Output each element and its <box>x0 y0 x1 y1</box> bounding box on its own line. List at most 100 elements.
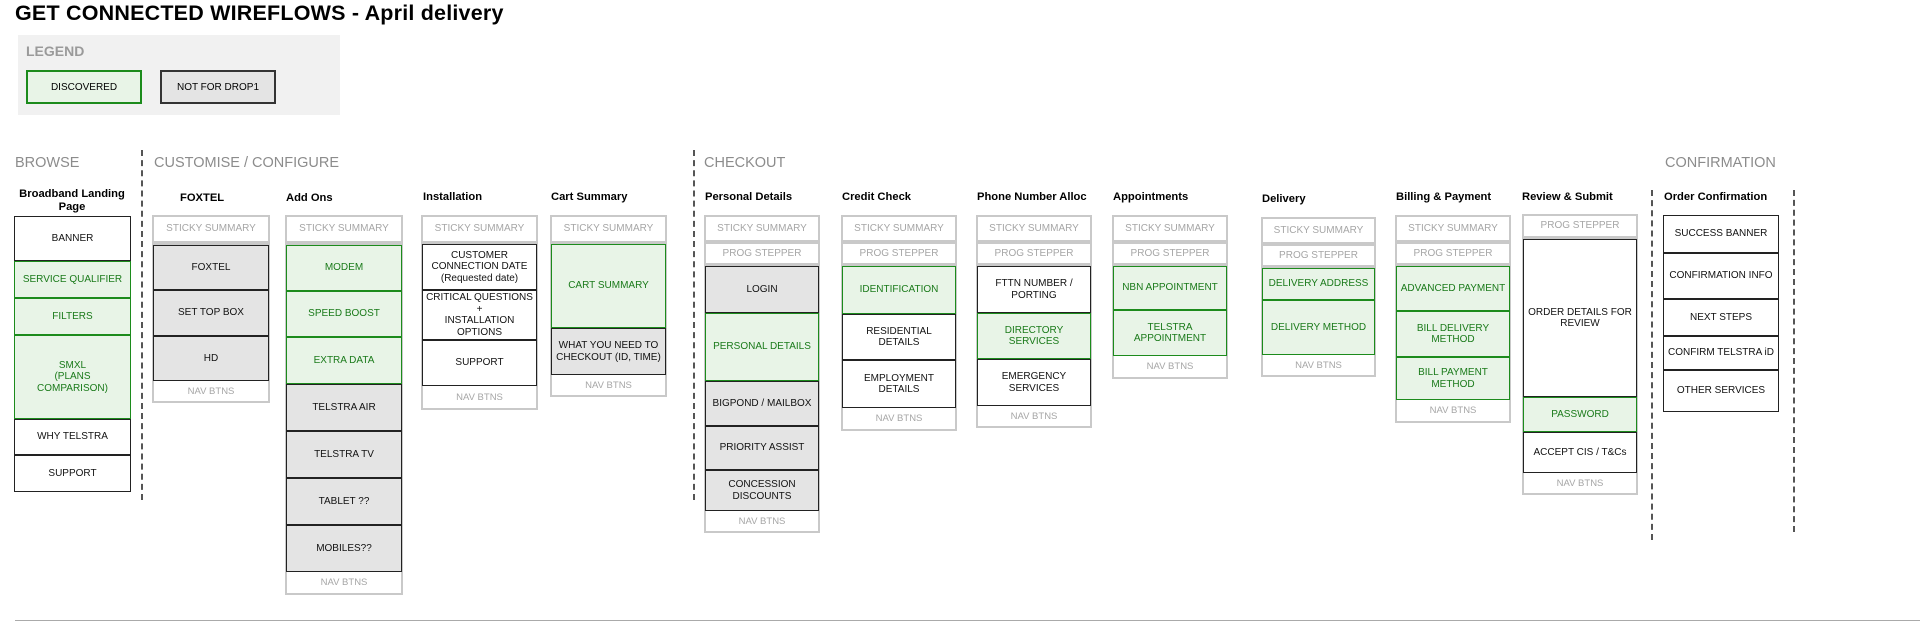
personal-sticky-summary: STICKY SUMMARY <box>704 215 820 242</box>
credit-residential: RESIDENTIAL DETAILS <box>842 314 956 360</box>
column-title-personal: Personal Details <box>705 191 793 203</box>
page-title: GET CONNECTED WIREFLOWS - April delivery <box>15 1 504 25</box>
legend: LEGEND DISCOVERED NOT FOR DROP1 <box>18 35 340 115</box>
column-title-credit: Credit Check <box>842 191 912 203</box>
personal-details: PERSONAL DETAILS <box>705 313 819 381</box>
foxtel-hd: HD <box>153 336 269 381</box>
addons-nav-btns: NAV BTNS <box>285 572 403 595</box>
cart-sticky-summary: STICKY SUMMARY <box>550 215 667 243</box>
divider-checkout <box>1651 190 1653 540</box>
phone-prog-stepper: PROG STEPPER <box>976 242 1092 265</box>
bottom-rule <box>15 620 1920 621</box>
billing-nav-btns: NAV BTNS <box>1395 400 1511 423</box>
foxtel-set-top-box: SET TOP BOX <box>153 290 269 336</box>
confirm-next-steps: NEXT STEPS <box>1663 299 1779 336</box>
confirm-info: CONFIRMATION INFO <box>1663 253 1779 299</box>
personal-prog-stepper: PROG STEPPER <box>704 242 820 265</box>
credit-identification: IDENTIFICATION <box>842 266 956 314</box>
phone-fttn: FTTN NUMBER / PORTING <box>977 266 1091 313</box>
landing-why-telstra: WHY TELSTRA <box>14 419 131 455</box>
phone-directory: DIRECTORY SERVICES <box>977 313 1091 359</box>
phone-emergency: EMERGENCY SERVICES <box>977 359 1091 406</box>
addons-telstra-tv: TELSTRA TV <box>286 431 402 478</box>
divider-browse <box>141 150 143 500</box>
billing-sticky-summary: STICKY SUMMARY <box>1395 215 1511 242</box>
delivery-sticky-summary: STICKY SUMMARY <box>1261 217 1376 244</box>
column-title-confirm: Order Confirmation <box>1664 191 1768 203</box>
delivery-nav-btns: NAV BTNS <box>1261 355 1376 377</box>
addons-extra-data: EXTRA DATA <box>286 337 402 384</box>
foxtel-sticky-summary: STICKY SUMMARY <box>152 215 270 243</box>
divider-confirmation <box>1793 190 1795 532</box>
column-title-addons: Add Ons <box>286 192 333 204</box>
column-title-review: Review & Submit <box>1522 191 1613 203</box>
column-title-foxtel: FOXTEL <box>180 192 225 204</box>
confirm-success-banner: SUCCESS BANNER <box>1663 215 1779 253</box>
credit-sticky-summary: STICKY SUMMARY <box>841 215 957 242</box>
confirm-telstra-id: CONFIRM TELSTRA iD <box>1663 336 1779 370</box>
landing-smxl: SMXL (PLANS COMPARISON) <box>14 335 131 419</box>
review-accept-cis: ACCEPT CIS / T&Cs <box>1523 432 1637 473</box>
phase-browse: BROWSE <box>15 155 80 171</box>
column-title-billing: Billing & Payment <box>1396 191 1492 203</box>
review-nav-btns: NAV BTNS <box>1522 473 1638 495</box>
credit-employment: EMPLOYMENT DETAILS <box>842 360 956 408</box>
personal-nav-btns: NAV BTNS <box>704 511 820 533</box>
installation-support: SUPPORT <box>422 340 537 386</box>
review-order-details: ORDER DETAILS FOR REVIEW <box>1523 239 1637 397</box>
appointments-prog-stepper: PROG STEPPER <box>1112 242 1228 265</box>
addons-mobiles: MOBILES?? <box>286 525 402 572</box>
delivery-prog-stepper: PROG STEPPER <box>1261 244 1376 267</box>
installation-sticky-summary: STICKY SUMMARY <box>421 215 538 243</box>
credit-prog-stepper: PROG STEPPER <box>841 242 957 265</box>
landing-filters: FILTERS <box>14 298 131 335</box>
column-title-appointments: Appointments <box>1113 191 1189 203</box>
column-title-landing: Broadband Landing Page <box>19 188 125 213</box>
delivery-address: DELIVERY ADDRESS <box>1262 268 1375 300</box>
confirm-other-services: OTHER SERVICES <box>1663 370 1779 412</box>
appointments-nbn: NBN APPOINTMENT <box>1113 266 1227 310</box>
appointments-telstra: TELSTRA APPOINTMENT <box>1113 310 1227 356</box>
phase-customise: CUSTOMISE / CONFIGURE <box>154 155 340 171</box>
phone-nav-btns: NAV BTNS <box>976 406 1092 428</box>
personal-bigpond: BIGPOND / MAILBOX <box>705 381 819 426</box>
legend-discovered: DISCOVERED <box>26 70 142 104</box>
column-title-delivery: Delivery <box>1262 193 1306 205</box>
personal-login: LOGIN <box>705 266 819 313</box>
appointments-sticky-summary: STICKY SUMMARY <box>1112 215 1228 242</box>
addons-telstra-air: TELSTRA AIR <box>286 384 402 431</box>
credit-nav-btns: NAV BTNS <box>841 408 957 431</box>
landing-support: SUPPORT <box>14 455 131 492</box>
review-password: PASSWORD <box>1523 397 1637 432</box>
billing-advanced-payment: ADVANCED PAYMENT <box>1396 266 1510 311</box>
column-title-phone: Phone Number Alloc <box>977 191 1087 203</box>
divider-customise <box>693 150 695 500</box>
appointments-nav-btns: NAV BTNS <box>1112 356 1228 379</box>
cart-nav-btns: NAV BTNS <box>550 375 667 397</box>
column-title-cart: Cart Summary <box>551 191 628 203</box>
installation-critical-questions: CRITICAL QUESTIONS + INSTALLATION OPTION… <box>422 290 537 340</box>
column-title-installation: Installation <box>423 191 483 203</box>
cart-summary: CART SUMMARY <box>551 244 666 328</box>
cart-what-you-need: WHAT YOU NEED TO CHECKOUT (ID, TIME) <box>551 328 666 375</box>
installation-nav-btns: NAV BTNS <box>421 386 538 410</box>
foxtel-foxtel: FOXTEL <box>153 245 269 290</box>
legend-title: LEGEND <box>26 43 85 59</box>
legend-not-for-drop: NOT FOR DROP1 <box>160 70 276 104</box>
billing-bill-payment: BILL PAYMENT METHOD <box>1396 357 1510 400</box>
addons-speed-boost: SPEED BOOST <box>286 291 402 337</box>
addons-tablet: TABLET ?? <box>286 478 402 525</box>
personal-concession: CONCESSION DISCOUNTS <box>705 470 819 511</box>
review-prog-stepper: PROG STEPPER <box>1522 214 1638 238</box>
billing-prog-stepper: PROG STEPPER <box>1395 242 1511 265</box>
delivery-method: DELIVERY METHOD <box>1262 300 1375 355</box>
landing-banner: BANNER <box>14 216 131 261</box>
foxtel-nav-btns: NAV BTNS <box>152 381 270 403</box>
billing-bill-delivery: BILL DELIVERY METHOD <box>1396 311 1510 357</box>
personal-priority-assist: PRIORITY ASSIST <box>705 426 819 470</box>
phone-sticky-summary: STICKY SUMMARY <box>976 215 1092 242</box>
addons-sticky-summary: STICKY SUMMARY <box>285 215 403 243</box>
phase-confirmation: CONFIRMATION <box>1665 155 1776 171</box>
addons-modem: MODEM <box>286 245 402 291</box>
landing-service-qualifier: SERVICE QUALIFIER <box>14 261 131 298</box>
